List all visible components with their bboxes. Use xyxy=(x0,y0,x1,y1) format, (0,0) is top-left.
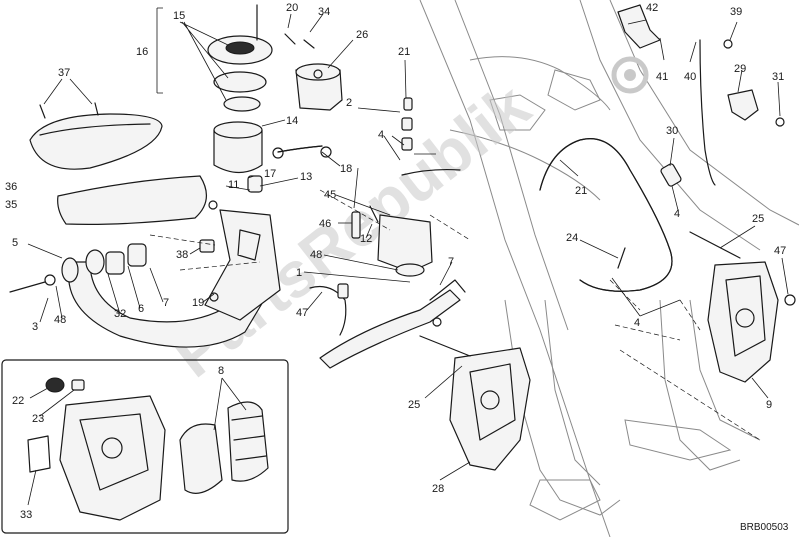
diagram-code: BRB00503 xyxy=(740,522,789,533)
callout-25a: 25 xyxy=(752,213,764,225)
callout-27: 29 xyxy=(734,63,746,75)
callout-19: 20 xyxy=(286,2,298,14)
inset-detail xyxy=(1,359,289,534)
callout-7b: 7 xyxy=(448,256,454,268)
callout-30: 32 xyxy=(114,308,126,320)
callout-18: 19 xyxy=(192,297,204,309)
callout-34: 36 xyxy=(5,181,17,193)
rear-brake-hose xyxy=(617,4,785,187)
watermark-gear-icon xyxy=(611,56,649,94)
callout-43: 45 xyxy=(324,189,336,201)
callout-25b: 25 xyxy=(408,399,420,411)
reference-lines xyxy=(149,189,761,441)
front-left-caliper xyxy=(419,335,531,471)
fork-leg-right xyxy=(624,299,761,471)
callout-22: 23 xyxy=(32,413,44,425)
callout-3: 3 xyxy=(32,321,38,333)
callout-12: 13 xyxy=(300,171,312,183)
callout-14: 15 xyxy=(173,10,185,22)
callout-8: 8 xyxy=(218,365,224,377)
callout-28: 30 xyxy=(666,125,678,137)
callout-29: 31 xyxy=(772,71,784,83)
callout-45: 47 xyxy=(296,307,308,319)
callout-31: 33 xyxy=(20,509,32,521)
callout-2: 2 xyxy=(346,97,352,109)
callout-39: 41 xyxy=(656,71,668,83)
callout-15: 16 xyxy=(136,46,148,58)
inset-caliper xyxy=(59,395,166,521)
callout-11: 12 xyxy=(360,233,372,245)
brake-pedal xyxy=(9,243,271,348)
callout-17: 18 xyxy=(340,163,352,175)
front-right-caliper xyxy=(689,231,796,383)
callout-32: 34 xyxy=(318,6,330,18)
callout-4a: 4 xyxy=(378,129,384,141)
front-brake-hose xyxy=(539,138,673,292)
callout-44: 46 xyxy=(319,218,331,230)
callouts: 15 16 20 34 26 14 17 13 18 11 37 36 35 5… xyxy=(5,2,789,533)
callout-35: 37 xyxy=(58,67,70,79)
callout-16: 17 xyxy=(264,168,276,180)
callout-37: 39 xyxy=(730,6,742,18)
callout-7a: 7 xyxy=(163,297,169,309)
callout-46: 48 xyxy=(310,249,322,261)
front-master-cylinder xyxy=(351,97,461,277)
callout-26: 28 xyxy=(432,483,444,495)
callout-6: 6 xyxy=(138,303,144,315)
callout-leaders xyxy=(27,7,789,506)
callout-13: 14 xyxy=(286,115,298,127)
brake-lever xyxy=(319,279,466,369)
callout-21a: 21 xyxy=(398,46,410,58)
brake-light-switch xyxy=(309,283,349,336)
callout-4c: 4 xyxy=(634,317,640,329)
callout-5: 5 xyxy=(12,237,18,249)
callout-33: 35 xyxy=(5,199,17,211)
heel-guard xyxy=(29,102,207,225)
callout-38: 40 xyxy=(684,71,696,83)
master-cylinder-small xyxy=(284,33,343,111)
pedal-bracket xyxy=(199,175,281,321)
callout-42: 48 xyxy=(54,314,66,326)
brake-pads xyxy=(179,401,269,494)
callout-9: 9 xyxy=(766,399,772,411)
callout-40: 42 xyxy=(646,2,658,14)
callout-1: 1 xyxy=(296,267,302,279)
callout-36: 38 xyxy=(176,249,188,261)
callout-4b: 4 xyxy=(674,208,680,220)
callout-10: 11 xyxy=(228,179,239,191)
callout-21b: 22 xyxy=(12,395,24,407)
callout-41: 47 xyxy=(774,245,786,257)
callout-23: 24 xyxy=(566,232,578,244)
callout-24: 26 xyxy=(356,29,368,41)
callout-20: 21 xyxy=(575,185,587,197)
